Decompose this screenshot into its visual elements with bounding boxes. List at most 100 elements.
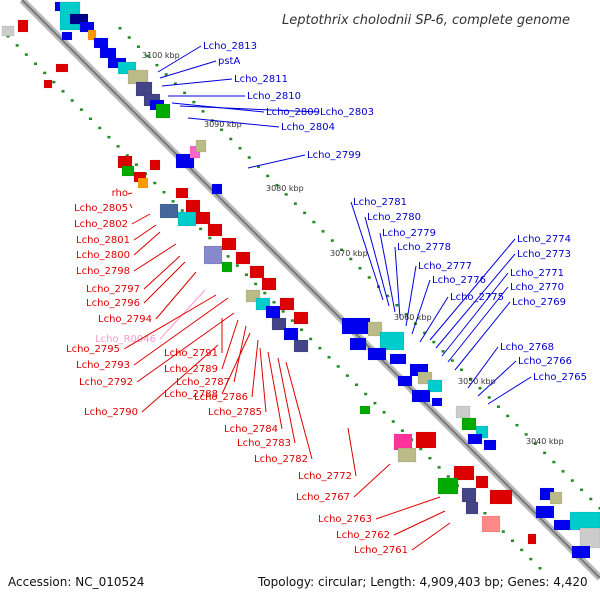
reverse-gene-labels: rhoLcho_2805Lcho_2802Lcho_2801Lcho_2800L…: [66, 188, 451, 556]
gene-feature: [349, 337, 367, 351]
gene-feature: [367, 321, 383, 337]
gene-label-lcho_2805: Lcho_2805: [74, 203, 128, 214]
gene-feature: [79, 21, 95, 33]
gene-label-lcho_2769: Lcho_2769: [512, 297, 566, 308]
gene-feature: [177, 211, 197, 227]
gene-feature: [195, 211, 211, 225]
gene-features: [1, 1, 600, 559]
genome-backbone: [19, 0, 600, 581]
kbp-label: 3070 kbp: [330, 249, 368, 258]
kbp-label: 3090 kbp: [204, 120, 242, 129]
gene-label-lcho_2784: Lcho_2784: [224, 424, 278, 435]
kbp-label: 3040 kbp: [526, 437, 564, 446]
gene-feature: [261, 277, 277, 291]
gene-label-lcho_2773: Lcho_2773: [517, 249, 571, 260]
gene-feature: [203, 245, 223, 265]
gene-feature: [359, 405, 371, 415]
gene-label-lcho_2782: Lcho_2782: [254, 454, 308, 465]
gene-feature: [549, 491, 563, 505]
gene-feature: [185, 199, 201, 213]
gene-label-lcho_2788: Lcho_2788: [164, 389, 218, 400]
gene-feature: [265, 305, 281, 319]
gene-label-lcho_2793: Lcho_2793: [76, 360, 130, 371]
gene-feature: [475, 475, 489, 489]
gene-label-lcho_2797: Lcho_2797: [86, 284, 140, 295]
gene-label-lcho_2796: Lcho_2796: [86, 298, 140, 309]
gene-feature: [415, 431, 437, 449]
gene-feature: [195, 139, 207, 153]
gene-feature: [55, 63, 69, 73]
gene-label-lcho_2798: Lcho_2798: [76, 266, 130, 277]
gene-label-lcho_2767: Lcho_2767: [296, 492, 350, 503]
gene-feature: [159, 203, 179, 219]
gene-label-lcho_2813: Lcho_2813: [203, 41, 257, 52]
gene-feature: [397, 447, 417, 463]
gene-feature: [483, 439, 497, 451]
gene-label-lcho_2785: Lcho_2785: [208, 407, 262, 418]
accession-text: Accession: NC_010524: [8, 575, 144, 589]
gene-feature: [411, 389, 431, 403]
gene-feature: [121, 165, 135, 177]
gene-label-lcho_2789: Lcho_2789: [164, 364, 218, 375]
gene-feature: [93, 37, 109, 49]
gene-label-lcho_2765: Lcho_2765: [533, 372, 587, 383]
gene-feature: [207, 223, 223, 237]
gene-label-lcho_2791: Lcho_2791: [164, 348, 218, 359]
gene-label-lcho_2804: Lcho_2804: [281, 122, 335, 133]
gene-feature: [431, 397, 443, 407]
kbp-label: 3060 kbp: [394, 313, 432, 322]
gene-feature: [1, 25, 15, 37]
gene-feature: [175, 153, 195, 169]
gene-feature: [527, 533, 537, 545]
gene-label-lcho_2803: Lcho_2803: [320, 107, 374, 118]
gene-label-lcho_2777: Lcho_2777: [418, 261, 472, 272]
gene-label-lcho_2781: Lcho_2781: [353, 197, 407, 208]
gene-label-lcho_2780: Lcho_2780: [367, 212, 421, 223]
kbp-label: 3100 kbp: [142, 51, 180, 60]
gene-feature: [553, 519, 571, 531]
kbp-label: 3050 kbp: [458, 377, 496, 386]
gene-label-lcho_2774: Lcho_2774: [517, 234, 571, 245]
gene-feature: [489, 489, 513, 505]
gene-label-lcho_2778: Lcho_2778: [397, 242, 451, 253]
gene-label-lcho_2779: Lcho_2779: [382, 228, 436, 239]
gene-label-lcho_2792: Lcho_2792: [79, 377, 133, 388]
gene-feature: [393, 433, 413, 451]
gene-feature: [293, 311, 309, 325]
gene-label-lcho_2810: Lcho_2810: [247, 91, 301, 102]
gene-feature: [481, 515, 501, 533]
gene-feature: [249, 265, 265, 279]
gene-feature: [569, 511, 600, 531]
gene-feature: [535, 505, 555, 519]
gene-label-lcho_2763: Lcho_2763: [318, 514, 372, 525]
gene-label-lcho_2768: Lcho_2768: [500, 342, 554, 353]
gene-label-lcho_2762: Lcho_2762: [336, 530, 390, 541]
gene-label-lcho_2787: Lcho_2787: [176, 377, 230, 388]
gene-feature: [397, 375, 413, 387]
gene-feature: [461, 417, 477, 431]
gene-feature: [453, 465, 475, 481]
gene-feature: [437, 477, 459, 495]
gene-feature: [235, 251, 251, 265]
gene-label-lcho_r0046: Lcho_R0046: [95, 334, 156, 345]
gene-label-lcho_2801: Lcho_2801: [76, 235, 130, 246]
gene-label-psta: pstA: [218, 56, 240, 67]
gene-feature: [465, 501, 479, 515]
gene-feature: [175, 187, 189, 199]
gene-feature: [43, 79, 53, 89]
gene-feature: [99, 47, 117, 59]
gene-label-lcho_2770: Lcho_2770: [510, 282, 564, 293]
gene-feature: [221, 237, 237, 251]
gene-feature: [87, 29, 97, 41]
gene-label-lcho_2799: Lcho_2799: [307, 150, 361, 161]
gene-label-lcho_2783: Lcho_2783: [237, 438, 291, 449]
gene-feature: [571, 545, 591, 559]
gene-label-lcho_2811: Lcho_2811: [234, 74, 288, 85]
gene-label-lcho_2761: Lcho_2761: [354, 545, 408, 556]
gene-label-lcho_2790: Lcho_2790: [84, 407, 138, 418]
gene-feature: [379, 331, 405, 351]
gene-label-lcho_2800: Lcho_2800: [76, 250, 130, 261]
gene-feature: [211, 183, 223, 195]
forward-gene-labels: Lcho_2813pstALcho_2811Lcho_2810Lcho_2809…: [157, 41, 587, 405]
